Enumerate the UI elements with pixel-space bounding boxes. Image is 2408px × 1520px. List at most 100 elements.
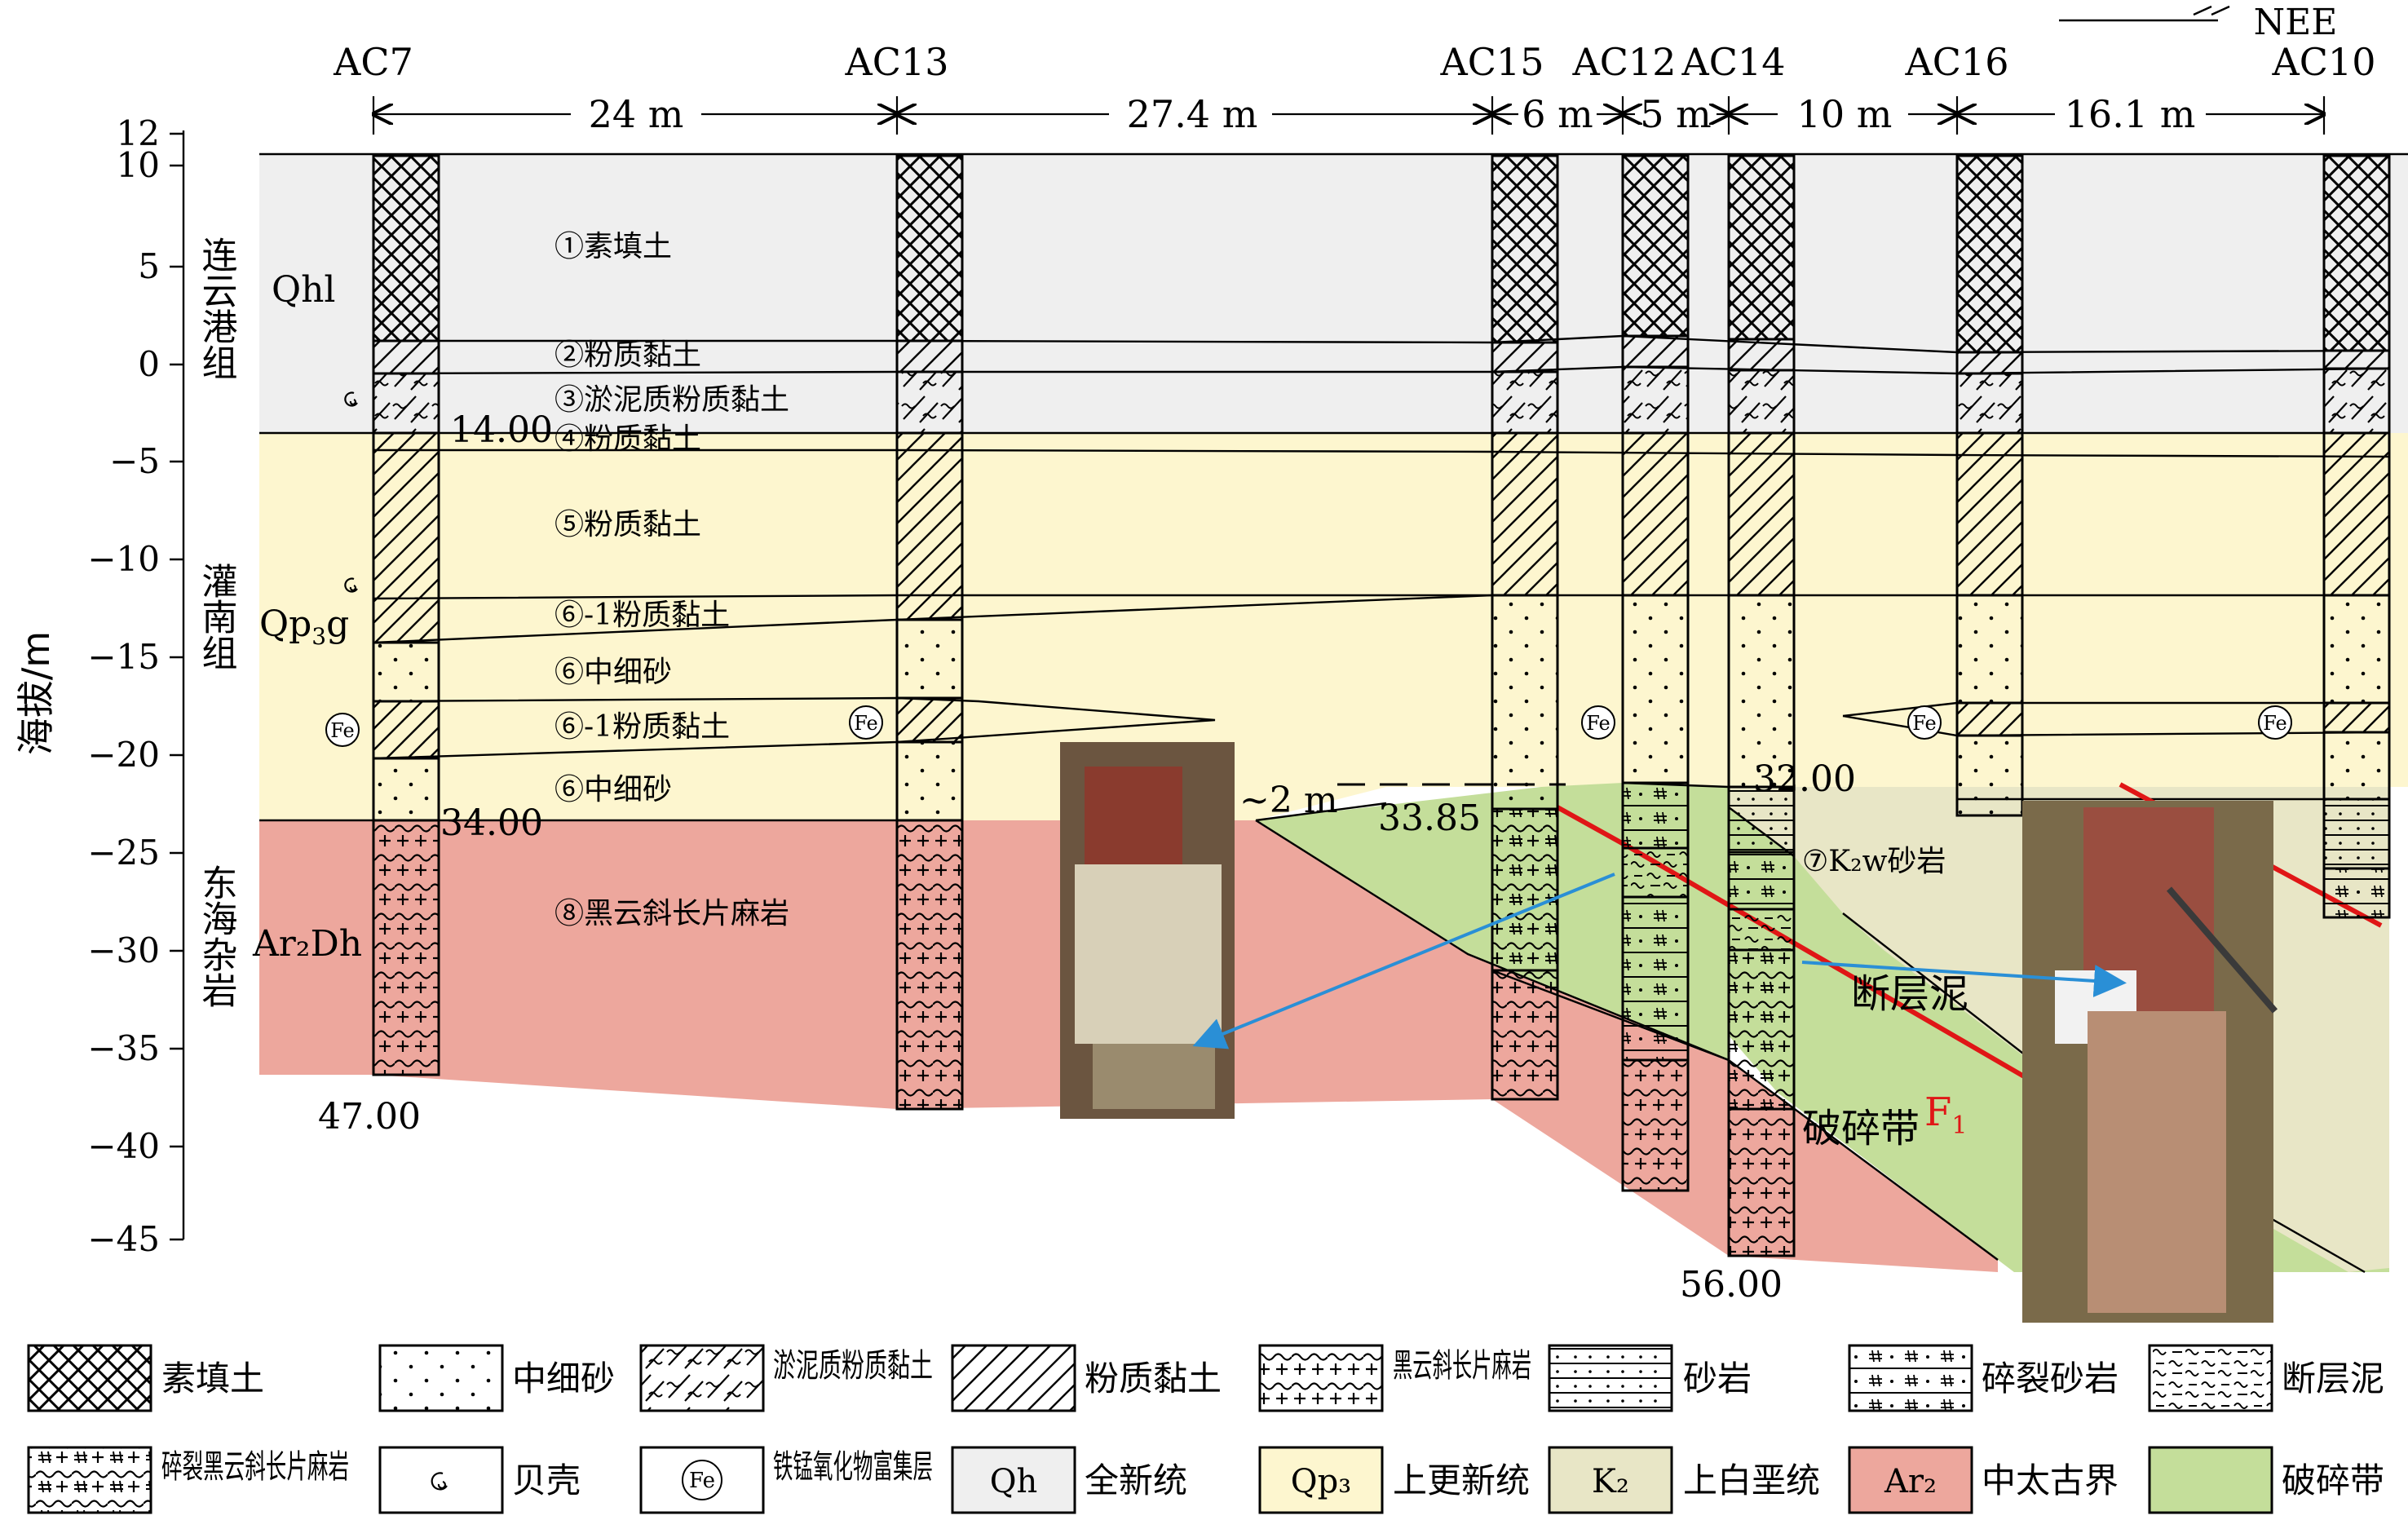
core-photo-left [1060,742,1235,1119]
layer-label-3: ③淤泥质粉质黏土 [555,383,789,417]
fe-icon: Fe [2263,712,2287,735]
legend-label: 淤泥质粉质黏土 [773,1347,933,1385]
spacing-dimensions [373,96,2324,135]
layer-label-6a: ⑥中细砂 [555,656,672,689]
formation-qp3g-name: 灌南组 [196,563,237,670]
shell-icon [344,391,358,407]
tick-label: 5 [138,246,160,286]
spacing-label: 5 m [1640,92,1712,136]
legend-label: 砂岩 [1683,1359,1752,1398]
spacing-label: 24 m [589,92,684,136]
breccia-label: 破碎带 [1802,1106,1920,1151]
arrow-to-left-photo [1192,873,1615,1049]
legend-label: 中细砂 [512,1359,615,1398]
photo-arrows [1192,873,2127,1049]
legend-label: 黑云斜长片麻岩 [1393,1347,1531,1385]
tick-label: 12 [117,113,160,153]
spacing-label: 10 m [1797,92,1893,136]
layer-label-2: ②粉质黏土 [555,338,701,372]
layer-label-6b: ⑥中细砂 [555,773,672,806]
direction-indicator: NEE [2059,2,2337,43]
legend-box-label: Qp₃ [1291,1463,1351,1500]
depth-labels: 14.00 34.00 47.00 33.85 32.00 56.00 [318,409,1856,1306]
depth-label: 47.00 [318,1096,421,1138]
legend: 素填土 中细砂 淤泥质粉质黏土 粉质黏土 黑云斜长片麻岩 砂岩 碎裂砂岩 断层泥… [27,1344,2384,1514]
formation-qhl-name: 连云港组 [196,236,237,380]
fe-markers: Fe Fe Fe Fe Fe [325,705,2292,747]
layer-label-7: ⑦K₂w砂岩 [1802,845,1946,878]
formation-ar2dh-name: 东海杂岩 [196,864,237,1008]
formation-qp3g-code: Qp3g [259,603,349,650]
spacing-label: 6 m [1522,92,1593,136]
arrow-to-right-photo [1801,961,2127,997]
fe-icon: Fe [854,712,878,735]
depth-label: 56.00 [1680,1264,1783,1306]
layer-label-5: ⑤粉质黏土 [555,508,701,541]
legend-label: 上更新统 [1393,1460,1530,1500]
spacing-label: 16.1 m [2065,92,2196,136]
borehole-label-ac14: AC14 [1681,40,1786,84]
layer-label-6-1a: ⑥-1粉质黏土 [555,599,730,632]
tick-label: −25 [87,833,160,873]
legend-label: 全新统 [1085,1460,1187,1500]
fe-icon: Fe [689,1469,715,1493]
legend-label: 碎裂砂岩 [1982,1359,2119,1398]
fault-mud-label: 断层泥 [1851,971,1968,1017]
layer-label-8: ⑧黑云斜长片麻岩 [555,897,789,930]
legend-label: 破碎带 [2282,1460,2384,1500]
shell-icon [431,1472,448,1491]
elevation-tick-labels: 12 10 5 0 −5 −10 −15 −20 −25 −30 −35 −40… [87,113,160,1259]
borehole-label-ac16: AC16 [1905,40,2009,84]
spacing-label: 27.4 m [1127,92,1258,136]
layer-labels: ①素填土 ②粉质黏土 ③淤泥质粉质黏土 ④粉质黏土 ⑤粉质黏土 ⑥-1粉质黏土 … [555,230,1946,930]
legend-label: 贝壳 [512,1460,581,1500]
depth-label: 34.00 [440,802,543,844]
legend-box-label: Ar₂ [1884,1463,1937,1500]
direction-line [2059,5,2230,22]
legend-box-label: K₂ [1592,1463,1629,1500]
borehole-label-ac10: AC10 [2272,40,2376,84]
layer-label-4: ④粉质黏土 [555,422,701,456]
formation-labels: 连云港组 Qhl 灌南组 Qp3g 东海杂岩 Ar₂Dh [196,236,363,1008]
legend-label: 断层泥 [2282,1359,2384,1398]
depth-label: 32.00 [1753,758,1856,800]
legend-label: 碎裂黑云斜长片麻岩 [161,1448,349,1486]
legend-box-label: Qh [990,1463,1038,1500]
borehole-label-ac7: AC7 [333,40,413,84]
formation-ar2dh-code: Ar₂Dh [252,923,362,965]
tick-label: 10 [117,145,160,185]
tick-label: 0 [138,344,160,384]
tick-label: −45 [87,1219,160,1259]
depth-label: 33.85 [1378,798,1481,839]
core-photo-right [2022,801,2278,1323]
depth-label: 14.00 [450,409,553,451]
legend-label: 铁锰氧化物富集层 [773,1448,933,1486]
fe-icon: Fe [330,719,355,742]
legend-label: 中太古界 [1982,1460,2119,1500]
elevation-axis [170,130,185,1241]
tick-label: −15 [87,637,160,677]
shell-markers [344,391,358,593]
tick-label: −30 [87,930,160,970]
gap-annotation: ~2 m [1239,780,1338,821]
direction-label: NEE [2254,2,2338,43]
tick-label: −20 [87,735,160,775]
pleistocene-unit [259,433,2408,820]
tick-label: −35 [87,1028,160,1068]
borehole-label-ac12: AC12 [1572,40,1677,84]
borehole-labels: AC7 AC13 AC15 AC12 AC14 AC16 AC10 [333,40,2375,84]
fe-icon: Fe [1912,712,1937,735]
layer-label-6-1b: ⑥-1粉质黏土 [555,710,730,744]
tick-label: −40 [87,1126,160,1166]
tick-label: −5 [109,441,160,481]
axis-title: 海拔/m [14,631,58,755]
shell-icon [344,577,358,593]
holocene-unit [259,154,2408,433]
borehole-columns [372,154,2391,1257]
tick-label: −10 [87,539,160,579]
fault-label: F1 [1924,1089,1967,1140]
legend-label: 上白垩统 [1683,1460,1820,1500]
spacing-labels: 24 m 27.4 m 6 m 5 m 10 m 16.1 m [589,92,2196,136]
legend-label: 粉质黏土 [1085,1359,1222,1398]
